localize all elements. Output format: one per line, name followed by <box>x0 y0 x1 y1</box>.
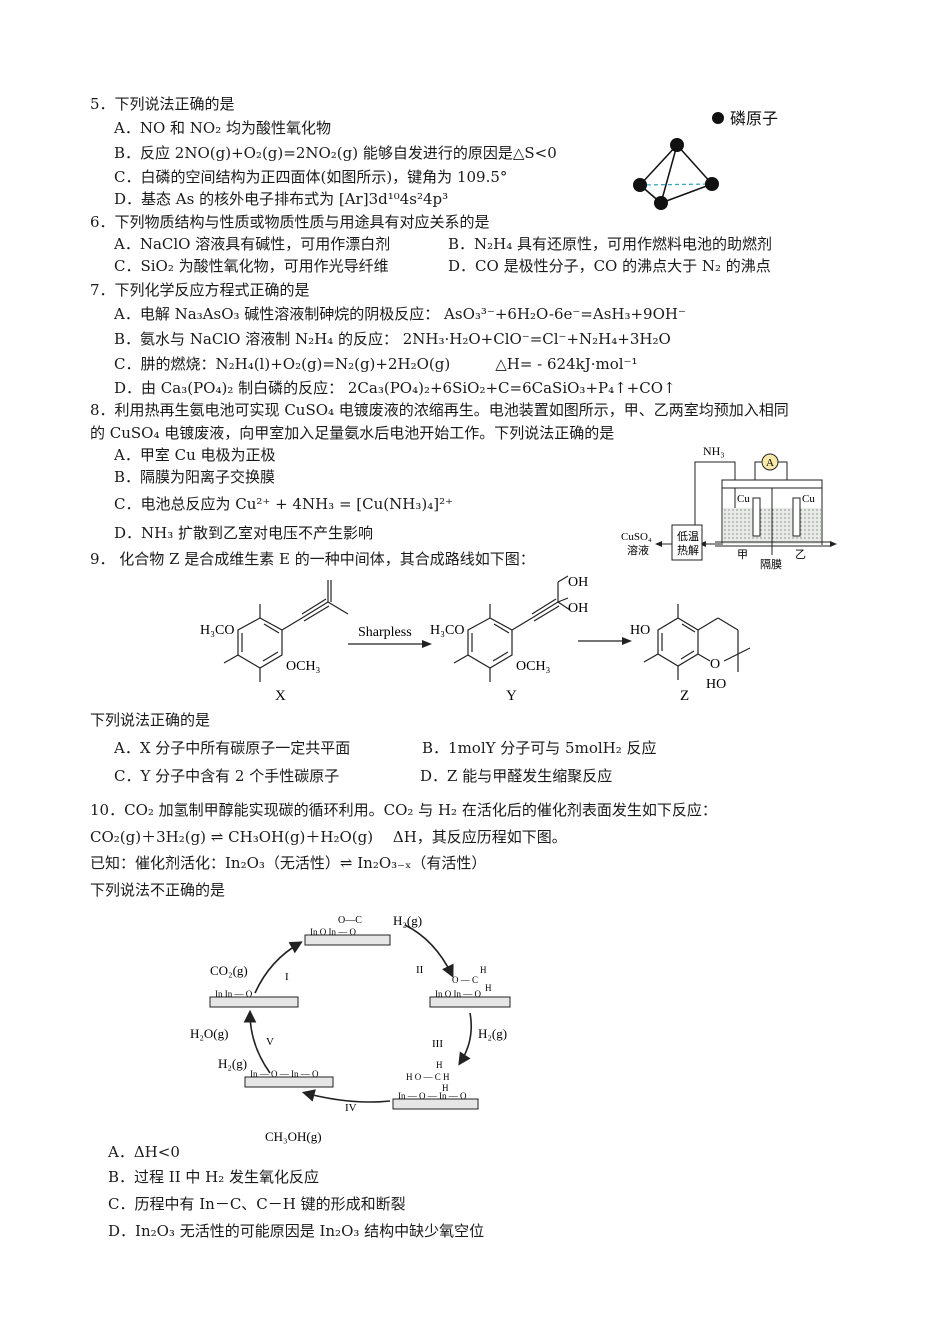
h2-label-v: H₂(g) <box>218 1056 247 1071</box>
q8-option-a: A．甲室 Cu 电极为正极 <box>114 446 276 464</box>
svg-text:In O In — O: In O In — O <box>435 989 481 999</box>
svg-text:H: H <box>480 965 487 975</box>
svg-text:H O — C H: H O — C H <box>406 1072 450 1082</box>
q7-option-b: B．氨水与 NaClO 溶液制 N₂H₄ 的反应： 2NH₃·H₂O+ClO⁻=… <box>114 330 671 348</box>
step-iv-label: IV <box>345 1102 357 1114</box>
reagent-label: Sharpless <box>358 625 412 640</box>
q8-option-b: B．隔膜为阳离子交换膜 <box>114 468 276 486</box>
q5-option-c: C．白磷的空间结构为正四面体(如图所示)，键角为 109.5° <box>114 168 508 186</box>
right-cu-label: Cu <box>802 493 815 505</box>
co2-label: CO₂(g) <box>210 963 248 978</box>
y-oh-top: OH <box>568 575 588 590</box>
q6-option-b: B．N₂H₄ 具有还原性，可用作燃料电池的助燃剂 <box>448 235 773 253</box>
q9-option-c: C．Y 分子中含有 2 个手性碳原子 <box>114 767 340 785</box>
q6-option-a: A．NaClO 溶液具有碱性，可用作漂白剂 <box>114 235 391 253</box>
compound-z <box>643 604 750 680</box>
label-y: Y <box>506 688 517 704</box>
white-phosphorus-figure: 磷原子 <box>633 110 778 210</box>
q7-option-c: C．肼的燃烧：N₂H₄(l)+O₂(g)=N₂(g)+2H₂O(g) △H= -… <box>114 355 638 373</box>
q6-option-d: D．CO 是极性分子，CO 的沸点大于 N₂ 的沸点 <box>448 257 771 275</box>
membrane-label: 隔膜 <box>760 558 782 570</box>
q5-option-a: A．NO 和 NO₂ 均为酸性氧化物 <box>114 119 331 137</box>
q8-option-c: C．电池总反应为 Cu²⁺ + 4NH₃ = [Cu(NH₃)₄]²⁺ <box>114 495 453 513</box>
q10-stem-line3: 已知：催化剂活化：In₂O₃（无活性）⇌ In₂O₃₋ₓ（有活性） <box>90 854 487 872</box>
compound-y <box>453 575 571 682</box>
q9-option-a: A．X 分子中所有碳原子一定共平面 <box>114 739 351 757</box>
q10-option-c: C．历程中有 In－C、C－H 键的形成和断裂 <box>108 1195 406 1213</box>
q10-option-a: A．ΔH<0 <box>108 1143 180 1161</box>
q10-stem-line1: 10．CO₂ 加氢制甲醇能实现碳的循环利用。CO₂ 与 H₂ 在活化后的催化剂表… <box>90 801 717 819</box>
svg-text:H: H <box>442 1083 449 1093</box>
q7-stem: 7．下列化学反应方程式正确的是 <box>90 281 310 299</box>
q8-stem-line1: 8．利用热再生氨电池可实现 CuSO₄ 电镀废液的浓缩再生。电池装置如图所示，甲… <box>90 401 789 419</box>
step-iii-label: III <box>432 1038 443 1050</box>
pyrolysis-label: 热解 <box>677 543 699 557</box>
q6-option-c: C．SiO₂ 为酸性氧化物，可用作光导纤维 <box>114 257 389 275</box>
step-i-label: I <box>285 971 289 983</box>
svg-text:In — O — In — O: In — O — In — O <box>250 1069 319 1079</box>
q5-option-b: B．反应 2NO(g)+O₂(g)=2NO₂(g) 能够自发进行的原因是△S<0 <box>114 144 557 162</box>
chamber-jia-label: 甲 <box>737 549 748 561</box>
q10-sub-stem: 下列说法不正确的是 <box>90 881 226 899</box>
q7-option-a: A．电解 Na₃AsO₃ 碱性溶液制砷烷的阴极反应： AsO₃³⁻+6H₂O-6… <box>114 305 686 323</box>
q5-option-d: D．基态 As 的核外电子排布式为 [Ar]3d¹⁰4s²4p³ <box>114 190 449 208</box>
label-z: Z <box>680 688 689 704</box>
left-cu-label: Cu <box>737 493 750 505</box>
q10-stem-line2: CO₂(g)＋3H₂(g) ⇌ CH₃OH(g)＋H₂O(g) ΔH，其反应历程… <box>90 828 567 846</box>
label-x: X <box>275 688 286 704</box>
z-ho-bottom: HO <box>706 677 726 692</box>
q9-sub-stem: 下列说法正确的是 <box>90 711 211 729</box>
low-temp-label: 低温 <box>677 530 699 543</box>
legend-dot-icon <box>712 112 724 124</box>
q8-option-d: D．NH₃ 扩散到乙室对电压不产生影响 <box>114 524 374 542</box>
chamber-yi-label: 乙 <box>795 548 806 561</box>
compound-x <box>223 580 349 682</box>
ch3oh-label: CH₃OH(g) <box>265 1129 322 1144</box>
q6-stem: 6．下列物质结构与性质或物质性质与用途具有对应关系的是 <box>90 213 490 231</box>
ammonia-battery-figure: NH₃ A Cu Cu 低温 热解 CuSO₄ 溶液 甲 隔膜 乙 <box>621 444 837 570</box>
ammeter-icon: A <box>766 457 774 469</box>
x-och3: OCH₃ <box>286 659 321 674</box>
q8-stem-line2: 的 CuSO₄ 电镀废液，向甲室加入足量氨水后电池开始工作。下列说法正确的是 <box>90 424 615 442</box>
svg-text:H: H <box>485 983 492 993</box>
solution-label: 溶液 <box>627 543 649 557</box>
x-h3co: H₃CO <box>200 623 234 638</box>
h2-label-ii: H₂(g) <box>393 913 422 928</box>
svg-text:In In — O: In In — O <box>215 989 253 999</box>
nh3-label: NH₃ <box>703 444 725 458</box>
reaction-mechanism-figure: In O In — O O—C In In — O In O In — O O … <box>190 913 511 1144</box>
y-h3co: H₃CO <box>430 623 464 638</box>
svg-text:In — O — In — O: In — O — In — O <box>398 1091 467 1101</box>
step-ii-label: II <box>416 964 424 976</box>
y-och3: OCH₃ <box>516 659 551 674</box>
q9-option-b: B．1molY 分子可与 5molH₂ 反应 <box>422 739 657 757</box>
svg-text:In O In — O: In O In — O <box>310 927 356 937</box>
z-ring-o: O <box>710 657 720 672</box>
svg-text:O—C: O—C <box>338 915 362 926</box>
svg-text:O — C: O — C <box>452 975 478 985</box>
q7-option-d: D．由 Ca₃(PO₄)₂ 制白磷的反应： 2Ca₃(PO₄)₂+6SiO₂+C… <box>114 379 676 397</box>
step-v-label: V <box>266 1036 274 1048</box>
q5-stem: 5．下列说法正确的是 <box>90 95 235 113</box>
legend-label: 磷原子 <box>730 110 778 128</box>
h2-label-iii: H₂(g) <box>478 1026 507 1041</box>
synthesis-route-figure: H₃CO OCH₃ X Sharpless OH OH H₃CO OCH₃ Y … <box>200 575 750 704</box>
svg-text:H: H <box>436 1060 443 1070</box>
q10-option-d: D．In₂O₃ 无活性的可能原因是 In₂O₃ 结构中缺少氧空位 <box>108 1222 485 1240</box>
q9-option-d: D．Z 能与甲醛发生缩聚反应 <box>420 767 613 785</box>
y-oh-bottom: OH <box>568 601 588 616</box>
q10-option-b: B．过程 II 中 H₂ 发生氧化反应 <box>108 1168 320 1186</box>
q9-stem: 9． 化合物 Z 是合成维生素 E 的一种中间体，其合成路线如下图： <box>90 550 535 568</box>
h2o-label: H₂O(g) <box>190 1026 228 1041</box>
cuso4-label: CuSO₄ <box>621 531 652 543</box>
z-ho: HO <box>630 623 650 638</box>
